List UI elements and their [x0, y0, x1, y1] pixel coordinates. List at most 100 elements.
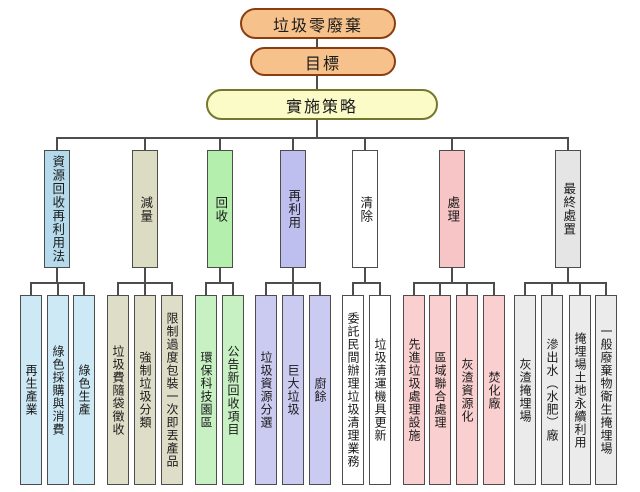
connector-branch-stem — [567, 268, 569, 282]
leaf-label: 公告新回收項目 — [226, 344, 240, 436]
leaf-label: 委託民間辦理垃圾清理業務 — [346, 312, 360, 468]
connector-drop-leaf — [551, 284, 553, 295]
connector-root-goal — [316, 39, 318, 47]
leaf-label: 先進垃圾處理設施 — [407, 338, 421, 442]
connector-drop-leaf — [265, 284, 267, 295]
connector-drop-leaf — [605, 284, 607, 295]
node-zero-waste-label: 垃圾零廢棄 — [272, 17, 363, 35]
leaf-node: 再生產業 — [20, 295, 42, 485]
connector-drop-leaf — [379, 284, 381, 295]
connector-group-bus — [117, 282, 173, 284]
leaf-node: 巨大垃圾 — [282, 295, 304, 485]
leaf-label: 一般廢棄物衛生掩埋場 — [599, 325, 613, 455]
branch-label: 最終處置 — [561, 182, 576, 236]
leaf-label: 垃圾資源分選 — [259, 351, 273, 429]
connector-group-bus — [265, 282, 321, 284]
connector-drop-leaf — [144, 284, 146, 295]
connector-drop-leaf — [352, 284, 354, 295]
connector-drop-branch — [292, 139, 294, 150]
node-goal: 目標 — [250, 47, 396, 76]
leaf-node: 限制過度包裝一次即丟產品 — [161, 295, 183, 485]
connector-branch-stem — [292, 268, 294, 282]
leaf-label: 綠色生產 — [77, 364, 91, 416]
connector-drop-leaf — [171, 284, 173, 295]
connector-drop-branch — [567, 139, 569, 150]
connector-drop-leaf — [439, 284, 441, 295]
branch-node-recycling: 回收 — [207, 150, 233, 268]
connector-branch-stem — [219, 268, 221, 282]
branch-node-clearance: 清除 — [352, 150, 378, 268]
connector-drop-branch — [364, 139, 366, 150]
branch-node-final-disposal: 最終處置 — [555, 150, 581, 268]
leaf-label: 滲出水（水肥）廠 — [545, 338, 559, 442]
leaf-label: 焚化廠 — [487, 370, 501, 410]
leaf-node: 滲出水（水肥）廠 — [541, 295, 563, 485]
leaf-label: 垃圾費隨袋徵收 — [111, 344, 125, 436]
connector-branch-stem — [451, 268, 453, 282]
node-zero-waste: 垃圾零廢棄 — [240, 8, 396, 39]
connector-goal-strategy — [316, 76, 318, 89]
leaf-node: 垃圾費隨袋徵收 — [107, 295, 129, 485]
leaf-node: 區域聯合處理 — [429, 295, 451, 485]
leaf-node: 廚餘 — [309, 295, 331, 485]
connector-drop-leaf — [579, 284, 581, 295]
branch-node-resource-recycling-law: 資源回收再利用法 — [44, 150, 70, 268]
connector-drop-leaf — [524, 284, 526, 295]
branch-node-reuse: 再利用 — [280, 150, 306, 268]
branch-label: 處理 — [445, 195, 460, 223]
connector-drop-leaf — [292, 284, 294, 295]
leaf-node: 公告新回收項目 — [222, 295, 244, 485]
branch-label: 再利用 — [286, 188, 301, 230]
leaf-label: 強制垃圾分類 — [138, 351, 152, 429]
leaf-node: 綠色採購與消費 — [47, 295, 69, 485]
connector-group-bus — [413, 282, 495, 284]
connector-branch-stem — [56, 268, 58, 282]
connector-branch-stem — [364, 268, 366, 282]
leaf-node: 綠色生產 — [73, 295, 95, 485]
branch-label: 資源回收再利用法 — [50, 155, 65, 263]
connector-drop-leaf — [83, 284, 85, 295]
leaf-node: 先進垃圾處理設施 — [403, 295, 425, 485]
leaf-label: 再生產業 — [24, 364, 38, 416]
connector-drop-leaf — [466, 284, 468, 295]
leaf-node: 灰渣資源化 — [456, 295, 478, 485]
connector-drop-leaf — [232, 284, 234, 295]
leaf-label: 廚餘 — [313, 377, 327, 403]
connector-main-bus — [56, 137, 569, 139]
connector-drop-branch — [451, 139, 453, 150]
connector-drop-branch — [219, 139, 221, 150]
leaf-node: 委託民間辦理垃圾清理業務 — [342, 295, 364, 485]
branch-label: 減量 — [138, 195, 153, 223]
connector-group-bus — [205, 282, 234, 284]
connector-drop-leaf — [57, 284, 59, 295]
leaf-label: 環保科技園區 — [199, 351, 213, 429]
connector-group-bus — [352, 282, 381, 284]
branch-node-reduction: 減量 — [132, 150, 158, 268]
leaf-node: 垃圾清運機具更新 — [369, 295, 391, 485]
leaf-node: 灰渣掩埋場 — [514, 295, 536, 485]
leaf-label: 巨大垃圾 — [286, 364, 300, 416]
connector-drop-leaf — [493, 284, 495, 295]
branch-node-treatment: 處理 — [439, 150, 465, 268]
leaf-node: 一般廢棄物衛生掩埋場 — [595, 295, 617, 485]
connector-group-bus — [30, 282, 85, 284]
leaf-label: 灰渣資源化 — [460, 357, 474, 423]
leaf-label: 限制過度包裝一次即丟產品 — [165, 312, 179, 468]
leaf-node: 垃圾資源分選 — [255, 295, 277, 485]
leaf-label: 綠色採購與消費 — [51, 344, 65, 436]
leaf-label: 掩埋場土地永續利用 — [573, 331, 587, 449]
leaf-node: 掩埋場土地永續利用 — [569, 295, 591, 485]
branch-label: 回收 — [213, 195, 228, 223]
node-strategy: 實施策略 — [206, 89, 438, 120]
connector-drop-branch — [144, 139, 146, 150]
branch-label: 清除 — [358, 195, 373, 223]
connector-strategy-bus — [316, 120, 318, 137]
connector-branch-stem — [144, 268, 146, 282]
node-strategy-label: 實施策略 — [285, 98, 358, 116]
connector-drop-branch — [56, 139, 58, 150]
connector-drop-leaf — [30, 284, 32, 295]
leaf-node: 焚化廠 — [483, 295, 505, 485]
connector-drop-leaf — [117, 284, 119, 295]
connector-drop-leaf — [413, 284, 415, 295]
